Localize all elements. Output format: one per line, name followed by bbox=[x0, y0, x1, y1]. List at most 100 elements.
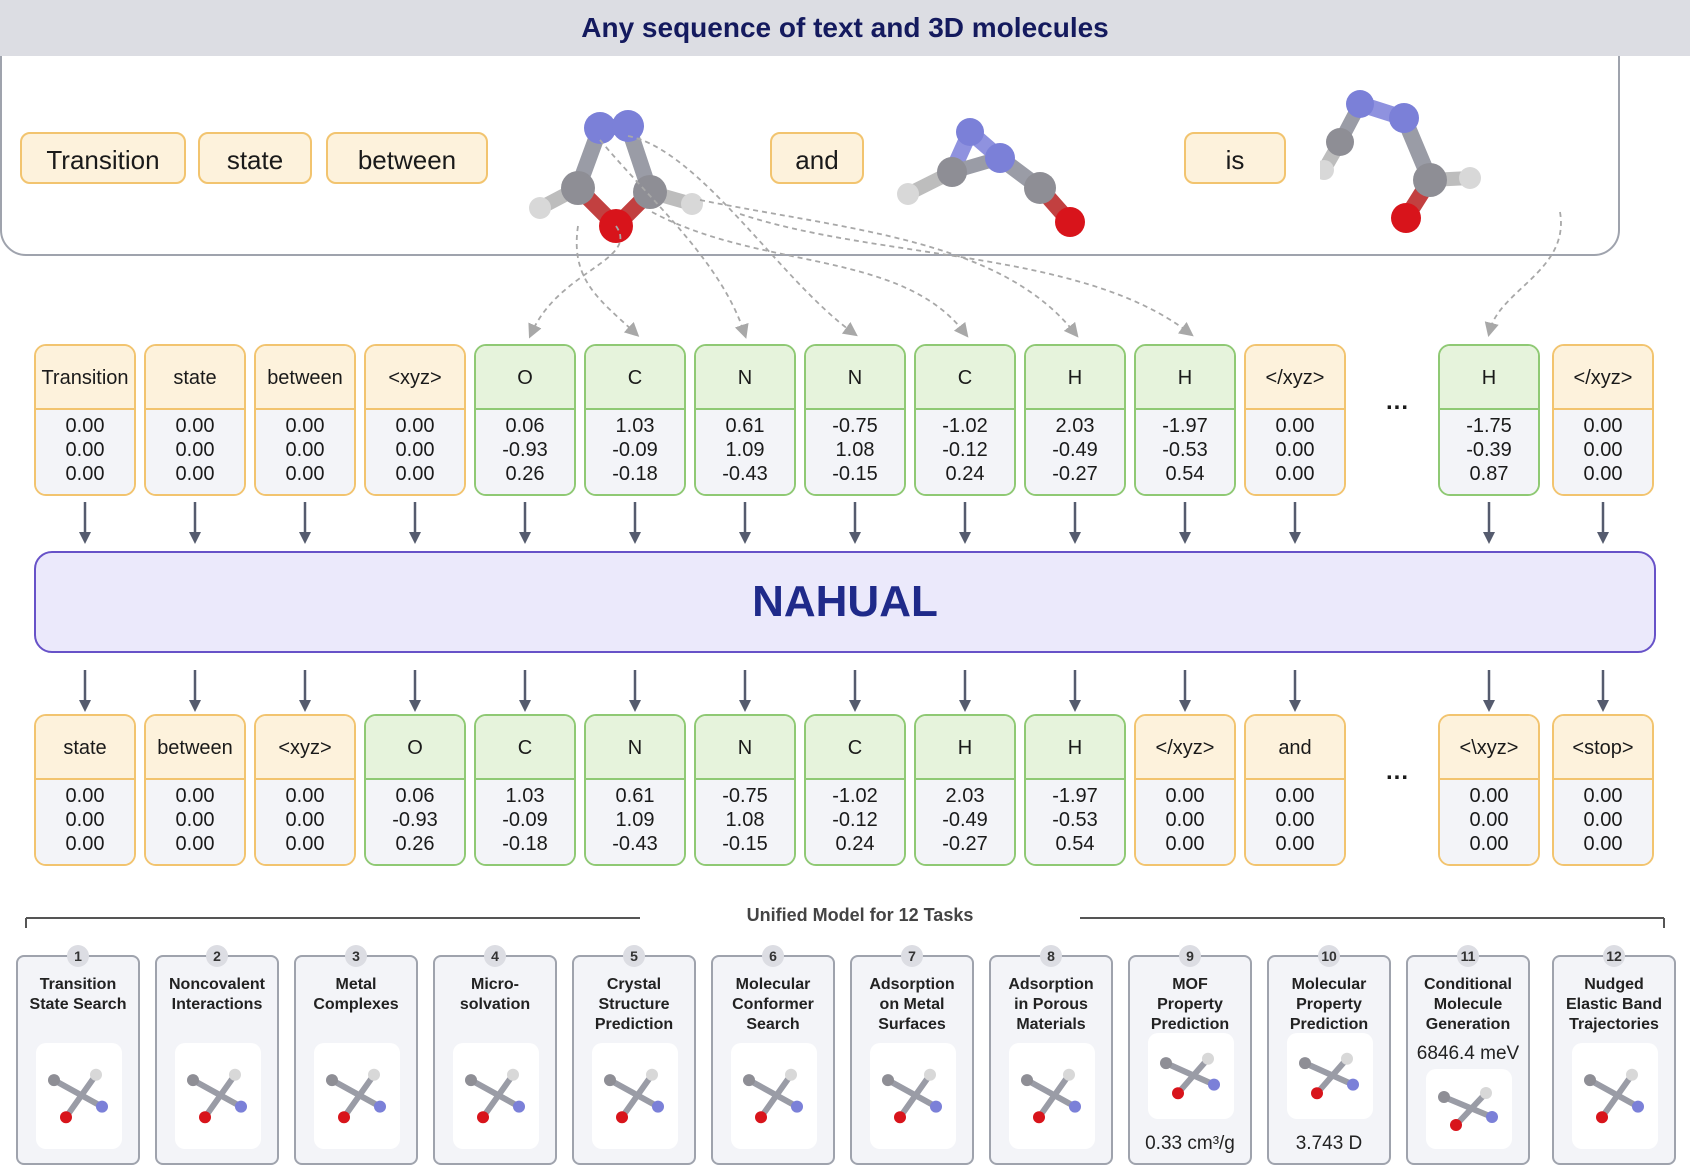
word-state: state bbox=[198, 132, 312, 184]
output-token-label: between bbox=[146, 716, 244, 780]
output-coord-z: -0.43 bbox=[612, 833, 658, 855]
input-coord-z: 0.00 bbox=[395, 463, 435, 485]
output-token-label: state bbox=[36, 716, 134, 780]
input-coord-y: -0.93 bbox=[502, 439, 548, 461]
task-title-line: Materials bbox=[1016, 1016, 1086, 1033]
input-coord-y: -0.53 bbox=[1162, 439, 1208, 461]
input-token-label: </xyz> bbox=[1554, 346, 1652, 410]
input-token-label: H bbox=[1136, 346, 1234, 410]
input-coord-y: 0.00 bbox=[1275, 439, 1315, 461]
task-title-line: Property bbox=[1157, 996, 1223, 1013]
output-coord-x: -0.75 bbox=[722, 785, 768, 807]
task-title-line: Nudged bbox=[1584, 976, 1644, 993]
output-token-label: C bbox=[476, 716, 574, 780]
task-title-line: Molecular bbox=[735, 976, 811, 993]
down-arrow-icon bbox=[1289, 502, 1301, 544]
molecule-structure-icon bbox=[1021, 1068, 1081, 1124]
output-coord-y: 0.00 bbox=[1469, 809, 1509, 831]
molecule-structure-icon bbox=[743, 1068, 803, 1124]
output-coord-z: 0.00 bbox=[175, 833, 215, 855]
output-coord-z: -0.27 bbox=[942, 833, 988, 855]
task-structure-image bbox=[1426, 1069, 1512, 1149]
output-coord-y: 0.00 bbox=[65, 809, 105, 831]
down-arrow-icon bbox=[1069, 502, 1081, 544]
sequence-panel-header bbox=[0, 0, 1690, 56]
task-title-line: Elastic Band bbox=[1565, 996, 1663, 1013]
input-coord-x: -0.75 bbox=[832, 415, 878, 437]
task-number-badge: 8 bbox=[1040, 945, 1062, 967]
down-arrow-icon bbox=[409, 670, 421, 712]
task-title-line: Complexes bbox=[313, 996, 399, 1013]
task-number-badge: 11 bbox=[1457, 945, 1479, 967]
output-coord-y: -0.53 bbox=[1052, 809, 1098, 831]
down-arrow-icon bbox=[1483, 670, 1495, 712]
task-structure-image bbox=[175, 1043, 261, 1149]
output-coord-x: 0.00 bbox=[1469, 785, 1509, 807]
sequence-panel: Any sequence of text and 3D molecules Tr… bbox=[0, 0, 1690, 256]
molecule-structure-icon bbox=[326, 1068, 386, 1124]
tasks-section-title: Unified Model for 12 Tasks bbox=[640, 905, 1080, 926]
input-coord-y: 0.00 bbox=[395, 439, 435, 461]
input-coord-z: 0.00 bbox=[1583, 463, 1623, 485]
output-token-label: and bbox=[1246, 716, 1344, 780]
output-coord-z: 0.54 bbox=[1055, 833, 1095, 855]
task-title-line: Prediction bbox=[1289, 1016, 1369, 1033]
down-arrow-icon bbox=[629, 670, 641, 712]
task-structure-image bbox=[314, 1043, 400, 1149]
input-token-label: O bbox=[476, 346, 574, 410]
output-token-label: N bbox=[586, 716, 684, 780]
input-coord-y: 0.00 bbox=[175, 439, 215, 461]
task-number-badge: 9 bbox=[1179, 945, 1201, 967]
input-coord-x: 0.00 bbox=[1583, 415, 1623, 437]
task-title-line: Molecular bbox=[1291, 976, 1367, 993]
input-coord-z: 0.26 bbox=[505, 463, 545, 485]
molecule-structure-icon bbox=[604, 1068, 664, 1124]
down-arrow-icon bbox=[519, 502, 531, 544]
input-coord-y: 0.00 bbox=[285, 439, 325, 461]
output-coord-y: -0.09 bbox=[502, 809, 548, 831]
down-arrow-icon bbox=[849, 670, 861, 712]
down-arrow-icon bbox=[299, 502, 311, 544]
output-coord-x: 0.00 bbox=[1165, 785, 1205, 807]
input-token-label: N bbox=[806, 346, 904, 410]
task-condition-value: 6846.4 meV bbox=[1416, 1043, 1520, 1064]
output-coord-z: 0.00 bbox=[1275, 833, 1315, 855]
task-number-badge: 12 bbox=[1603, 945, 1625, 967]
input-coord-x: -1.97 bbox=[1162, 415, 1208, 437]
input-coord-x: -1.75 bbox=[1466, 415, 1512, 437]
output-token-label: <\xyz> bbox=[1440, 716, 1538, 780]
input-coord-x: 0.00 bbox=[175, 415, 215, 437]
down-arrow-icon bbox=[1069, 670, 1081, 712]
input-coord-z: -0.43 bbox=[722, 463, 768, 485]
input-coord-z: 0.00 bbox=[175, 463, 215, 485]
